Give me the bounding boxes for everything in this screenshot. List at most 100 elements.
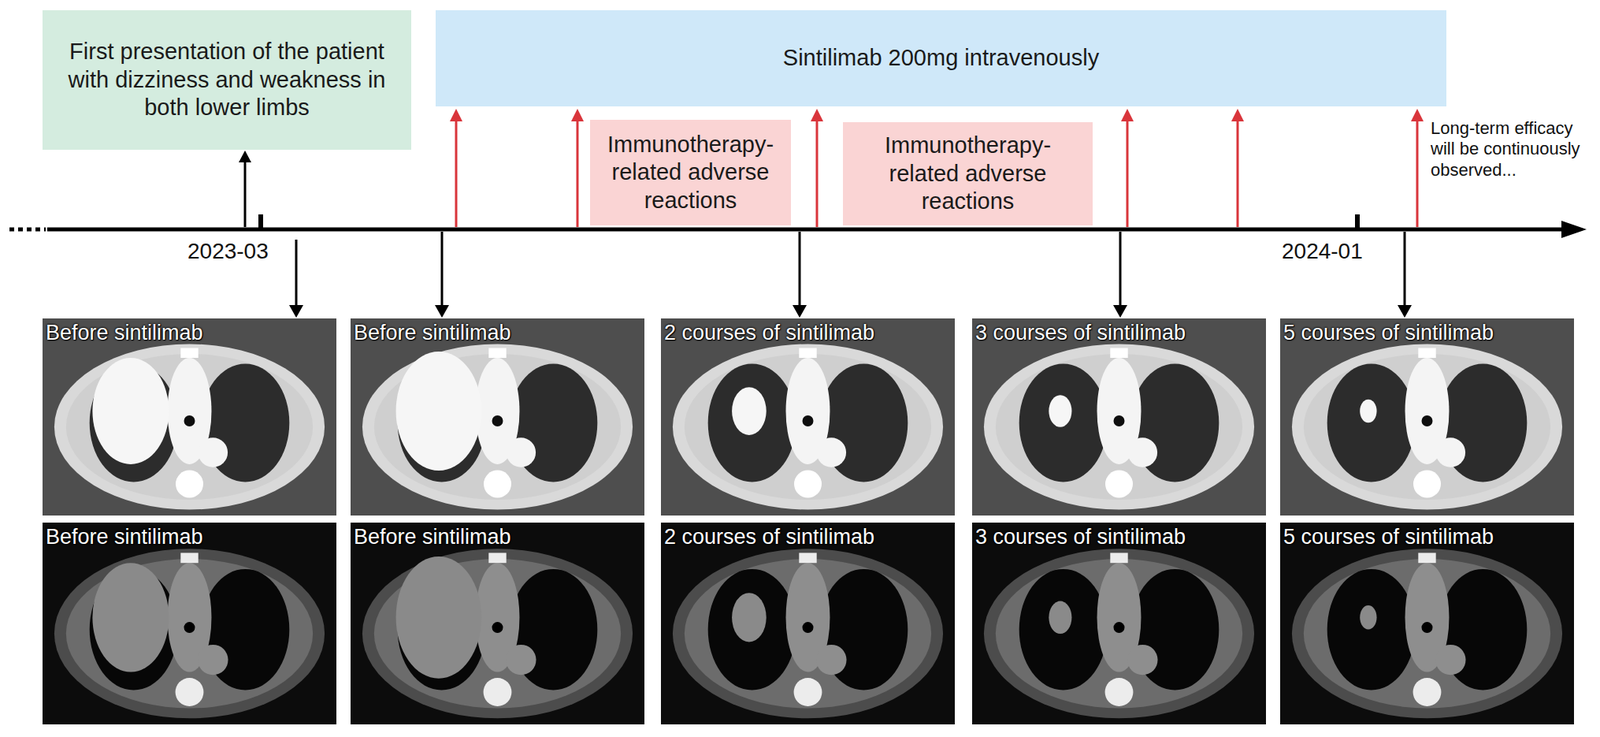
trachea: [492, 621, 504, 633]
ct-scan-image: [660, 318, 955, 516]
panel-label: 2 courses of sintilimab: [664, 319, 952, 346]
sternum: [1109, 348, 1128, 359]
scan-background: [1280, 522, 1575, 724]
chest-wall: [66, 353, 313, 500]
right-lung: [1327, 568, 1416, 691]
sternum: [180, 348, 198, 359]
timeline-axis: [47, 227, 1564, 232]
scan-arrowhead: [1113, 304, 1128, 318]
right-lung: [708, 568, 797, 691]
ct-panel: [350, 522, 645, 724]
aorta: [1128, 437, 1159, 468]
body-outline: [54, 344, 325, 510]
tumor-mass: [731, 386, 767, 435]
adverse-event-box: Immunotherapy-related adverse reactions: [842, 122, 1093, 226]
right-lung: [708, 363, 797, 483]
scan-background: [42, 318, 337, 516]
trachea: [184, 621, 196, 633]
chest-wall: [684, 353, 932, 500]
sternum: [798, 552, 817, 563]
event-box: First presentation of the patient with d…: [42, 10, 412, 150]
scan-background: [972, 318, 1266, 516]
dose-arrow: [816, 119, 819, 227]
dose-arrowhead: [1410, 108, 1424, 122]
dose-arrow: [1416, 119, 1419, 227]
vertebra: [794, 470, 822, 498]
aorta: [1435, 644, 1466, 675]
scan-arrowhead: [1397, 304, 1412, 318]
dose-arrowhead: [1121, 108, 1134, 122]
vertebra: [175, 470, 204, 498]
node-text: Immunotherapy-related adverse reactions: [850, 131, 1085, 216]
scan-arrows: [289, 231, 1412, 318]
trachea: [1113, 415, 1125, 427]
body-outline: [672, 548, 943, 718]
tumor-mass: [396, 351, 483, 471]
vertebra: [794, 677, 823, 706]
panel-label: 3 courses of sintilimab: [975, 319, 1263, 346]
sternum: [488, 348, 506, 359]
adverse-event-box: Immunotherapy-related adverse reactions: [590, 119, 791, 226]
trachea: [802, 415, 814, 427]
dose-arrowhead: [810, 108, 824, 122]
chest-wall: [66, 558, 313, 708]
body-outline: [1291, 548, 1563, 718]
date-label: 2024-01: [1281, 237, 1385, 265]
ct-scan-image: [1280, 522, 1575, 724]
sternum: [180, 552, 198, 563]
trachea: [1421, 415, 1433, 427]
body-outline: [1291, 344, 1563, 510]
date-label: 2023-03: [187, 237, 290, 265]
aorta: [816, 644, 847, 675]
tumor-mass: [92, 357, 169, 465]
panel-label: 2 courses of sintilimab: [664, 523, 952, 550]
trachea: [1421, 621, 1433, 633]
trachea: [802, 621, 814, 633]
panel-label: 3 courses of sintilimab: [975, 523, 1263, 550]
ct-panel: [1280, 522, 1575, 724]
right-lung: [1019, 363, 1108, 483]
sternum: [1109, 552, 1128, 563]
sternum: [488, 552, 506, 563]
chest-wall: [995, 353, 1243, 500]
tumor-mass: [1048, 601, 1072, 634]
tumor-mass: [1359, 399, 1377, 424]
ct-scan-image: [350, 522, 645, 724]
right-lung: [1327, 363, 1416, 483]
tumor-mass: [731, 592, 767, 642]
text-stack: Sintilimab 200mg intravenously: [783, 44, 1099, 72]
scan-arrow: [441, 231, 444, 308]
ct-scan-image: [972, 318, 1266, 516]
ct-panel: [42, 522, 337, 724]
tumor-mass: [396, 556, 483, 679]
timeline-tick: [1354, 214, 1360, 228]
ct-scan-image: [42, 318, 337, 516]
chest-wall: [995, 558, 1243, 708]
sternum: [1418, 552, 1436, 563]
dose-arrow: [455, 119, 458, 227]
scan-background: [350, 318, 645, 516]
scan-arrow: [1403, 231, 1407, 308]
aorta: [816, 437, 847, 468]
scan-arrowhead: [289, 304, 304, 318]
ct-scan-image: [660, 522, 955, 724]
scan-background: [350, 522, 645, 724]
node-text: Sintilimab 200mg intravenously: [783, 44, 1099, 72]
dose-arrowhead: [571, 108, 584, 122]
treatment-band: Sintilimab 200mg intravenously: [435, 10, 1447, 107]
tumor-mass: [1048, 394, 1072, 427]
scan-background: [660, 522, 955, 724]
ct-panel: [1280, 318, 1575, 516]
body-outline: [983, 344, 1255, 510]
dose-arrows: [449, 108, 1424, 227]
scan-arrowhead: [434, 304, 450, 318]
ct-panel: [972, 522, 1266, 724]
ct-scan-image: [1280, 318, 1575, 516]
vertebra: [1105, 677, 1134, 706]
scan-arrow: [295, 239, 298, 308]
scan-background: [972, 522, 1266, 724]
body-outline: [672, 344, 943, 510]
note-text: Long-term efficacy will be continuously …: [1430, 118, 1593, 181]
dose-arrow: [576, 119, 580, 227]
dose-arrowhead: [1231, 108, 1244, 122]
